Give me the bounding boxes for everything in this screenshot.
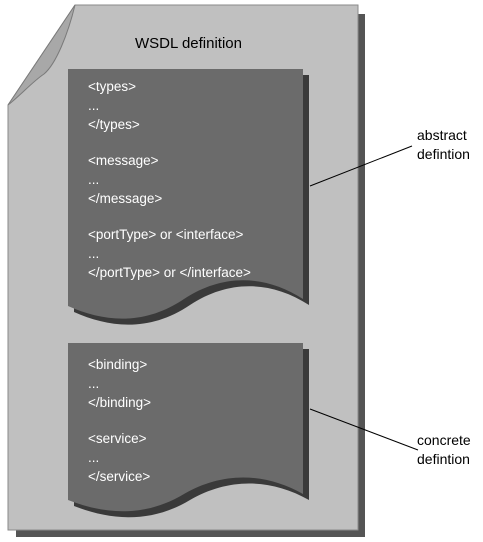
concrete-callout-label: concrete defintion <box>417 432 471 467</box>
code-line: ... <box>88 450 99 465</box>
page-curl <box>7 4 76 106</box>
code-line: ... <box>88 172 99 187</box>
concrete-code-lines: <binding> ... </binding> <service> ... <… <box>88 357 151 484</box>
code-line: </binding> <box>88 395 151 410</box>
document-title: WSDL definition <box>135 35 242 52</box>
code-line: ... <box>88 98 99 113</box>
callout-text: abstract <box>417 127 467 143</box>
concrete-callout-line <box>309 408 419 451</box>
code-line: </types> <box>88 117 140 132</box>
abstract-section <box>68 69 303 319</box>
abstract-callout-label: abstract defintion <box>417 127 470 162</box>
code-line: </portType> or </interface> <box>88 265 251 280</box>
callout-text: concrete <box>417 432 471 448</box>
callout-text: defintion <box>417 146 470 162</box>
concrete-section <box>68 343 303 512</box>
code-line: </message> <box>88 191 162 206</box>
code-line: <types> <box>88 79 136 94</box>
code-line: <message> <box>88 153 159 168</box>
code-line: <portType> or <interface> <box>88 227 243 242</box>
code-line: <binding> <box>88 357 147 372</box>
abstract-code-lines: <types> ... </types> <message> ... </mes… <box>88 79 251 280</box>
code-line: ... <box>88 246 99 261</box>
code-line: </service> <box>88 469 150 484</box>
callout-text: defintion <box>417 451 470 467</box>
code-line: <service> <box>88 431 147 446</box>
abstract-callout-line <box>309 145 413 187</box>
code-line: ... <box>88 376 99 391</box>
